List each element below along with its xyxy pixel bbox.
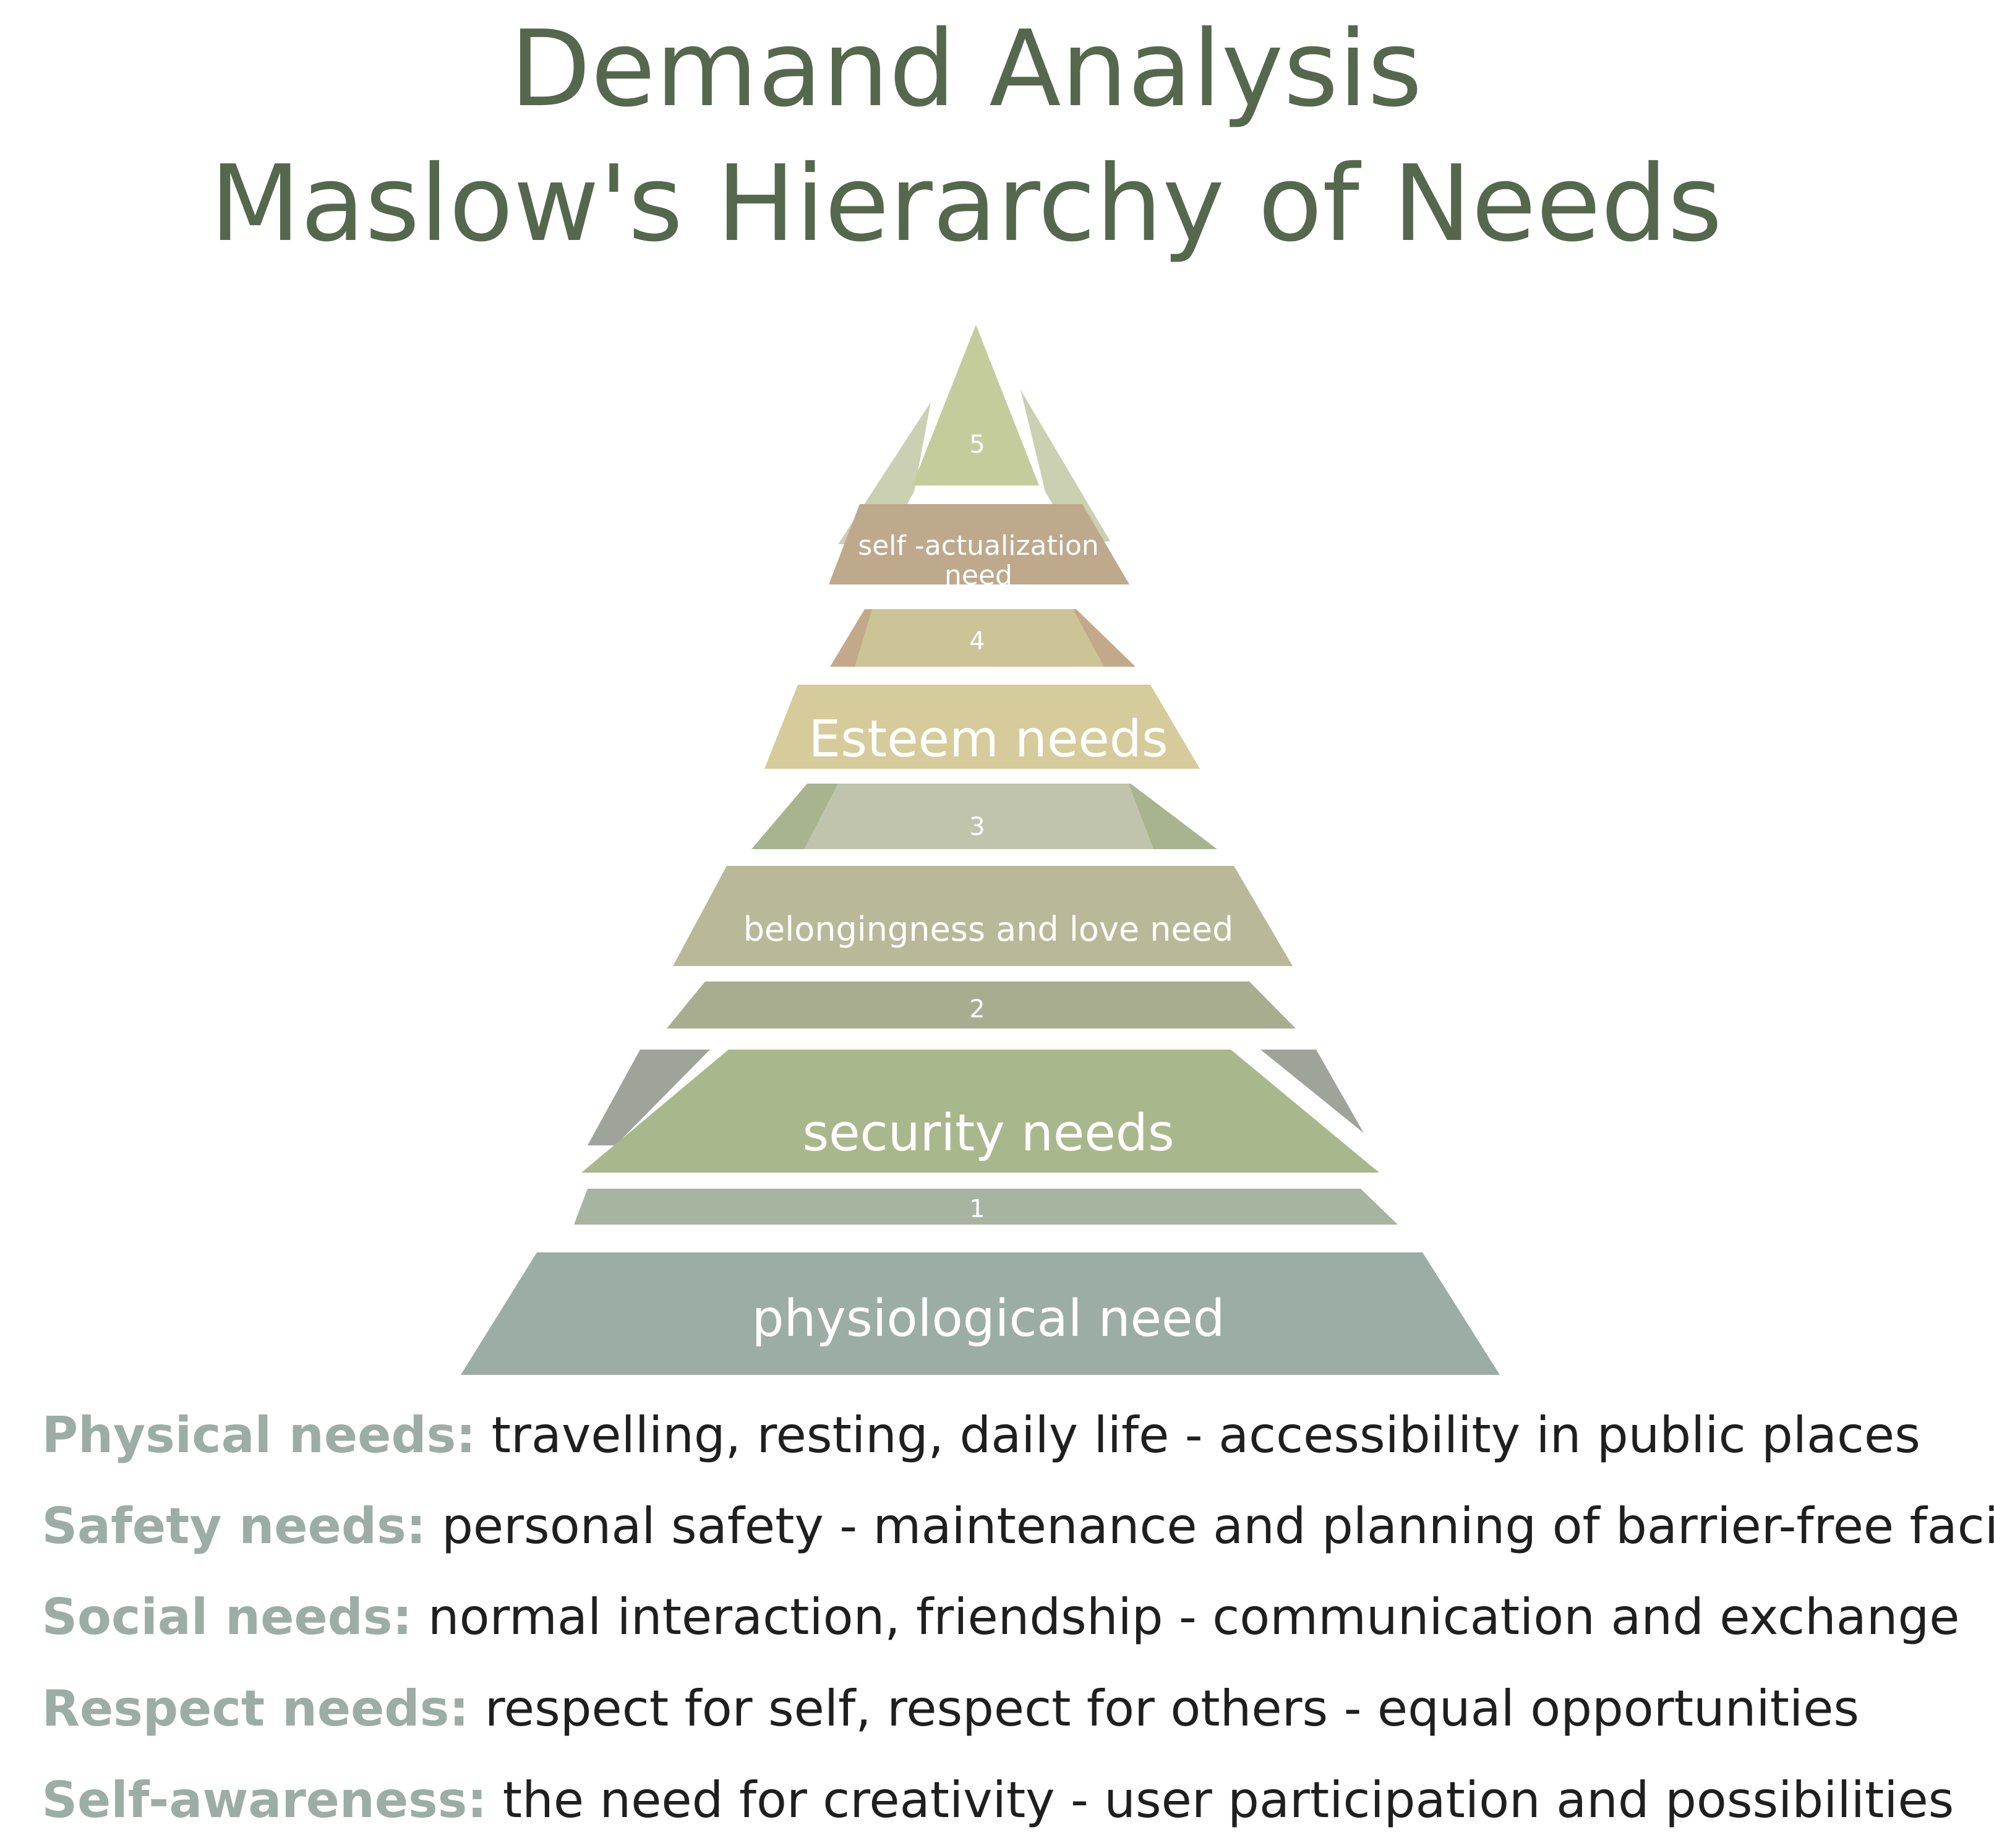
esteem-label: Esteem needs [808, 710, 1168, 769]
level-2-number: 2 [969, 995, 985, 1024]
level-5-number: 5 [969, 430, 985, 459]
description-respect: Respect needs: respect for self, respect… [26, 1680, 1868, 1737]
physiological-label: physiological need [751, 1290, 1225, 1348]
description-safety: Safety needs: personal safety - maintena… [26, 1497, 1994, 1555]
description-social-term: Social needs: [41, 1588, 412, 1646]
description-safety-text: personal safety - maintenance and planni… [426, 1497, 1994, 1555]
band-belongingness [673, 866, 1293, 966]
level-1-number: 1 [969, 1195, 985, 1223]
description-respect-text: respect for self, respect for others - e… [469, 1680, 1859, 1737]
tab-level-2 [667, 982, 1296, 1029]
band-esteem [764, 685, 1200, 769]
description-physical-text: travelling, resting, daily life - access… [476, 1406, 1920, 1464]
security-side-right [1260, 1050, 1364, 1133]
title-line-2: Maslow's Hierarchy of Needs [210, 143, 1722, 265]
description-self-awareness-text: the need for creativity - user participa… [487, 1771, 1954, 1829]
self-actualization-label-line2: need [944, 560, 1012, 591]
description-social-text: normal interaction, friendship - communi… [412, 1588, 1959, 1646]
self-actualization-label-line1: self -actualization [858, 530, 1099, 562]
security-label: security needs [802, 1104, 1174, 1163]
description-respect-term: Respect needs: [41, 1680, 469, 1737]
apex-triangle-level-5 [912, 325, 1039, 486]
description-social: Social needs: normal interaction, friend… [26, 1588, 1969, 1646]
level-3-number: 3 [969, 813, 985, 841]
band-physiological [461, 1252, 1500, 1375]
description-physical-term: Physical needs: [41, 1406, 476, 1464]
description-self-awareness: Self-awareness: the need for creativity … [26, 1771, 1964, 1829]
band-security [581, 1050, 1379, 1173]
tab-level-3 [804, 784, 1153, 849]
description-self-awareness-term: Self-awareness: [41, 1771, 487, 1829]
apex-side-right [1021, 390, 1110, 544]
level-4-number: 4 [969, 627, 985, 656]
belongingness-label: belongingness and love need [743, 910, 1234, 949]
tab-level-4 [855, 609, 1104, 667]
description-physical: Physical needs: travelling, resting, dai… [26, 1406, 1930, 1464]
description-safety-term: Safety needs: [41, 1497, 426, 1555]
security-side-left [588, 1050, 710, 1145]
title-line-1: Demand Analysis [510, 8, 1422, 130]
band-self-actualization [829, 504, 1129, 584]
tab-level-1 [574, 1189, 1398, 1225]
